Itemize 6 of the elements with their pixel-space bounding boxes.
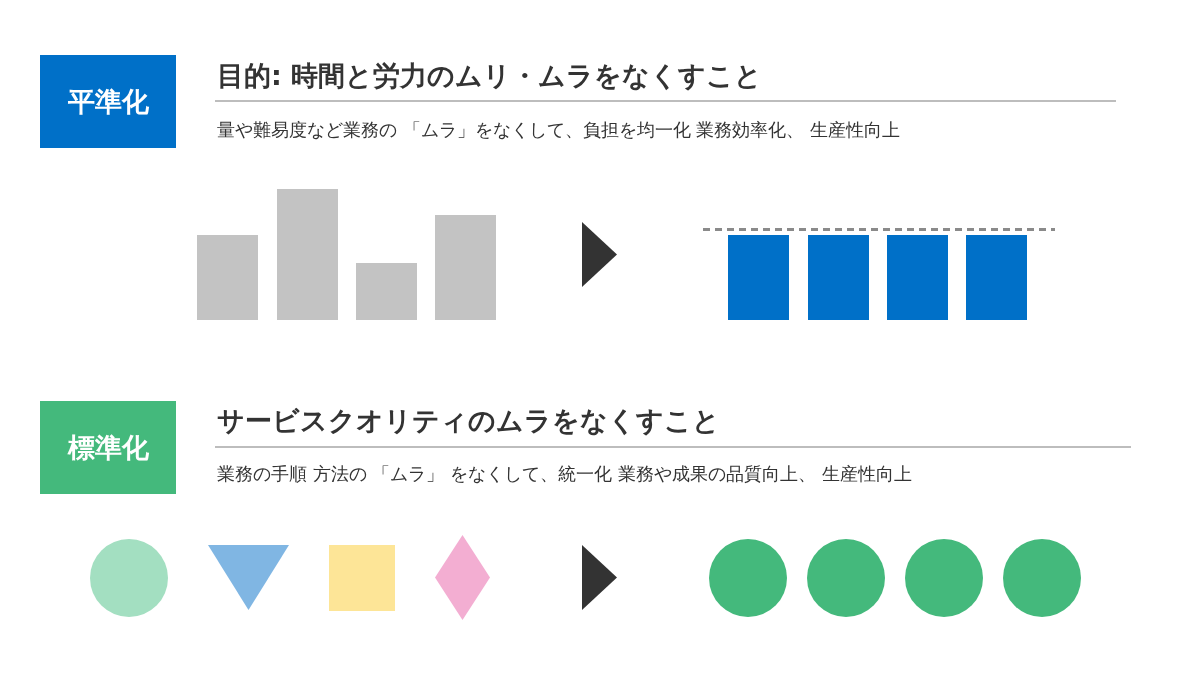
title-box: 平準化 — [40, 55, 176, 148]
heading: 目的: 時間と労力のムリ・ムラをなくすこと — [217, 62, 763, 89]
heading: サービスクオリティのムラをなくすこと — [217, 407, 720, 434]
description: 業務の手順 方法の 「ムラ」 をなくして、統一化 業務や成果の品質向上、 生産性向上 — [217, 465, 912, 483]
title-box: 標準化 — [40, 401, 176, 494]
description: 量や難易度など業務の 「ムラ」をなくして、負担を均一化 業務効率化、 生産性向上 — [217, 121, 901, 139]
